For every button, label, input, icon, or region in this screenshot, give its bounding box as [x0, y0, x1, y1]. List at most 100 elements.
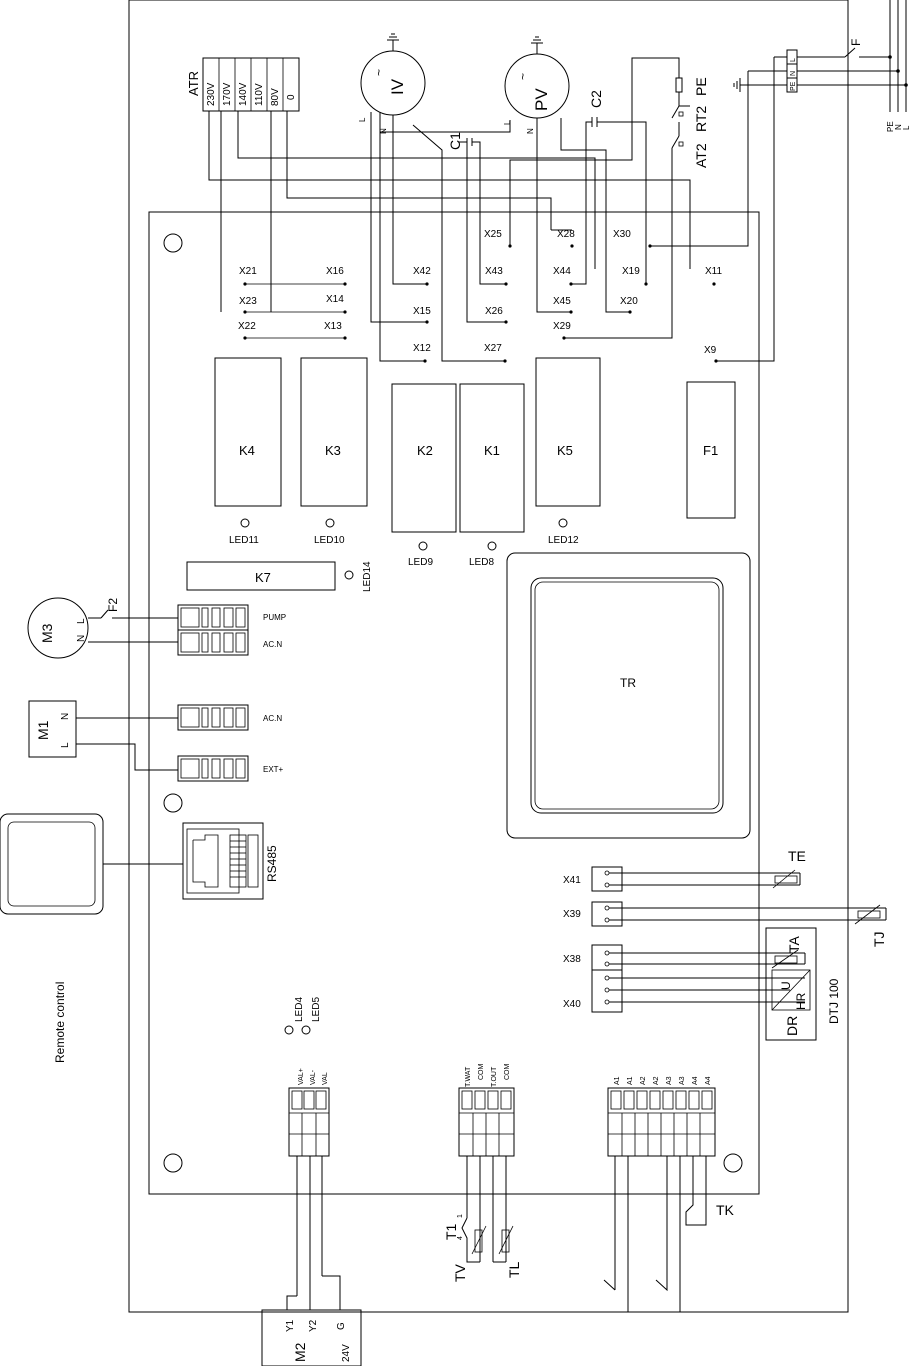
- terminal-label: X28: [557, 229, 575, 240]
- pump-m3: M3 L N F2: [27, 597, 178, 659]
- svg-text:A3: A3: [666, 1076, 673, 1085]
- svg-text:K2: K2: [417, 443, 433, 458]
- svg-text:T.OUT: T.OUT: [491, 1066, 498, 1087]
- atr-tap: 230V: [206, 82, 217, 106]
- svg-text:F1: F1: [703, 443, 718, 458]
- relay-k4: K4: [214, 357, 282, 507]
- svg-text:1: 1: [457, 1214, 464, 1218]
- svg-text:COM: COM: [504, 1064, 511, 1081]
- relay-k3: K3: [300, 357, 368, 507]
- terminal-label: X42: [413, 266, 431, 277]
- svg-text:Y1: Y1: [285, 1319, 296, 1332]
- svg-text:M1: M1: [35, 720, 51, 740]
- terminal-label: X29: [553, 321, 571, 332]
- supply-l: L: [902, 125, 911, 130]
- terminal-label: X15: [413, 306, 431, 317]
- pv-l-label: L: [503, 120, 512, 125]
- terminal-label: X21: [239, 266, 257, 277]
- capacitor-c2: C2: [588, 90, 604, 127]
- svg-text:K3: K3: [325, 443, 341, 458]
- terminal-label: X25: [484, 229, 502, 240]
- motor-m1: M1 N L: [28, 700, 178, 771]
- svg-text:VAL-: VAL-: [310, 1069, 317, 1085]
- terminal-label: X45: [553, 296, 571, 307]
- terminal-label: X9: [704, 345, 717, 356]
- svg-text:LED11: LED11: [229, 535, 259, 546]
- svg-text:TR: TR: [620, 676, 636, 690]
- connector-acn: AC.N: [177, 629, 282, 656]
- terminal-label: X22: [238, 321, 256, 332]
- svg-text:X40: X40: [563, 999, 581, 1010]
- terminal-label: X44: [553, 266, 571, 277]
- svg-text:A1: A1: [614, 1076, 621, 1085]
- atr-tap: 0: [286, 94, 297, 100]
- svg-text:K5: K5: [557, 443, 573, 458]
- svg-text:TE: TE: [788, 848, 806, 864]
- terminal-label: X12: [413, 343, 431, 354]
- svg-text:A2: A2: [640, 1076, 647, 1085]
- svg-text:AC.N: AC.N: [263, 714, 282, 723]
- svg-text:VAL+: VAL+: [298, 1068, 305, 1085]
- svg-text:A4: A4: [692, 1076, 699, 1085]
- atr-tap: 110V: [254, 83, 265, 106]
- mount-hole: [163, 793, 183, 813]
- iv-label: IV: [388, 78, 407, 95]
- svg-text:N: N: [60, 713, 71, 720]
- svg-text:U: U: [779, 981, 793, 990]
- svg-text:X39: X39: [563, 909, 581, 920]
- a-terminal-connector: A1 A1 A2 A2 A3 A3 A4 A4 TK: [603, 1076, 735, 1312]
- mount-hole: [163, 1153, 183, 1173]
- atr-label: ATR: [186, 71, 201, 96]
- relay-k7: K7: [186, 561, 336, 591]
- terminal-label: X13: [324, 321, 342, 332]
- svg-text:L: L: [790, 58, 797, 62]
- mains-supply: L N PE F PE N L: [733, 0, 911, 132]
- iv-fan: IV ~ L N: [358, 33, 426, 134]
- svg-text:DR: DR: [784, 1016, 800, 1036]
- terminal-label: X30: [613, 229, 631, 240]
- svg-text:L: L: [60, 742, 71, 748]
- svg-text:N: N: [790, 71, 797, 76]
- svg-text:TK: TK: [716, 1202, 735, 1218]
- pv-n-label: N: [526, 128, 535, 134]
- svg-text:A3: A3: [679, 1076, 686, 1085]
- svg-text:T1: T1: [443, 1223, 459, 1240]
- thermostat-chain: PE RT2 AT2: [671, 77, 709, 168]
- atr-tap: 80V: [270, 88, 281, 106]
- svg-text:F2: F2: [106, 598, 120, 612]
- relay-k2: K2: [391, 383, 457, 533]
- svg-text:M3: M3: [39, 623, 55, 643]
- pv-label: PV: [532, 88, 551, 111]
- svg-text:G: G: [336, 1322, 347, 1330]
- terminal-label: X20: [620, 296, 638, 307]
- svg-text:K4: K4: [239, 443, 255, 458]
- fuse-f1: F1: [686, 381, 736, 519]
- svg-text:24V: 24V: [341, 1344, 352, 1362]
- svg-text:PE: PE: [790, 81, 797, 91]
- svg-text:X41: X41: [563, 875, 581, 886]
- pe-label: PE: [693, 77, 709, 96]
- valve-connector: VAL+ VAL- VAL: [286, 1068, 341, 1310]
- internal-wiring: [208, 56, 787, 362]
- svg-text:TA: TA: [786, 935, 802, 953]
- f-label: F: [849, 39, 863, 46]
- svg-text:HR: HR: [794, 992, 808, 1010]
- supply-pe: PE: [886, 121, 895, 132]
- remote-control[interactable]: Remote control: [0, 813, 183, 1063]
- svg-text:K1: K1: [484, 443, 500, 458]
- svg-text:TV: TV: [452, 1263, 468, 1282]
- atr-tap: 170V: [222, 82, 233, 106]
- terminal-label: X19: [622, 266, 640, 277]
- svg-text:PUMP: PUMP: [263, 613, 286, 622]
- svg-text:X38: X38: [563, 954, 581, 965]
- svg-text:TJ: TJ: [871, 931, 887, 947]
- terminal-label: X26: [485, 306, 503, 317]
- svg-text:VAL: VAL: [322, 1072, 329, 1085]
- svg-text:A1: A1: [627, 1076, 634, 1085]
- connector-pump: PUMP: [177, 604, 286, 631]
- mount-hole: [723, 1153, 743, 1173]
- rs485-port[interactable]: RS485: [182, 822, 279, 900]
- terminal-label: X11: [705, 266, 722, 277]
- terminal-block: X25 X28 X30 X21 X16 X42 X43 X44 X19 X11 …: [238, 229, 722, 363]
- svg-text:L: L: [76, 618, 87, 624]
